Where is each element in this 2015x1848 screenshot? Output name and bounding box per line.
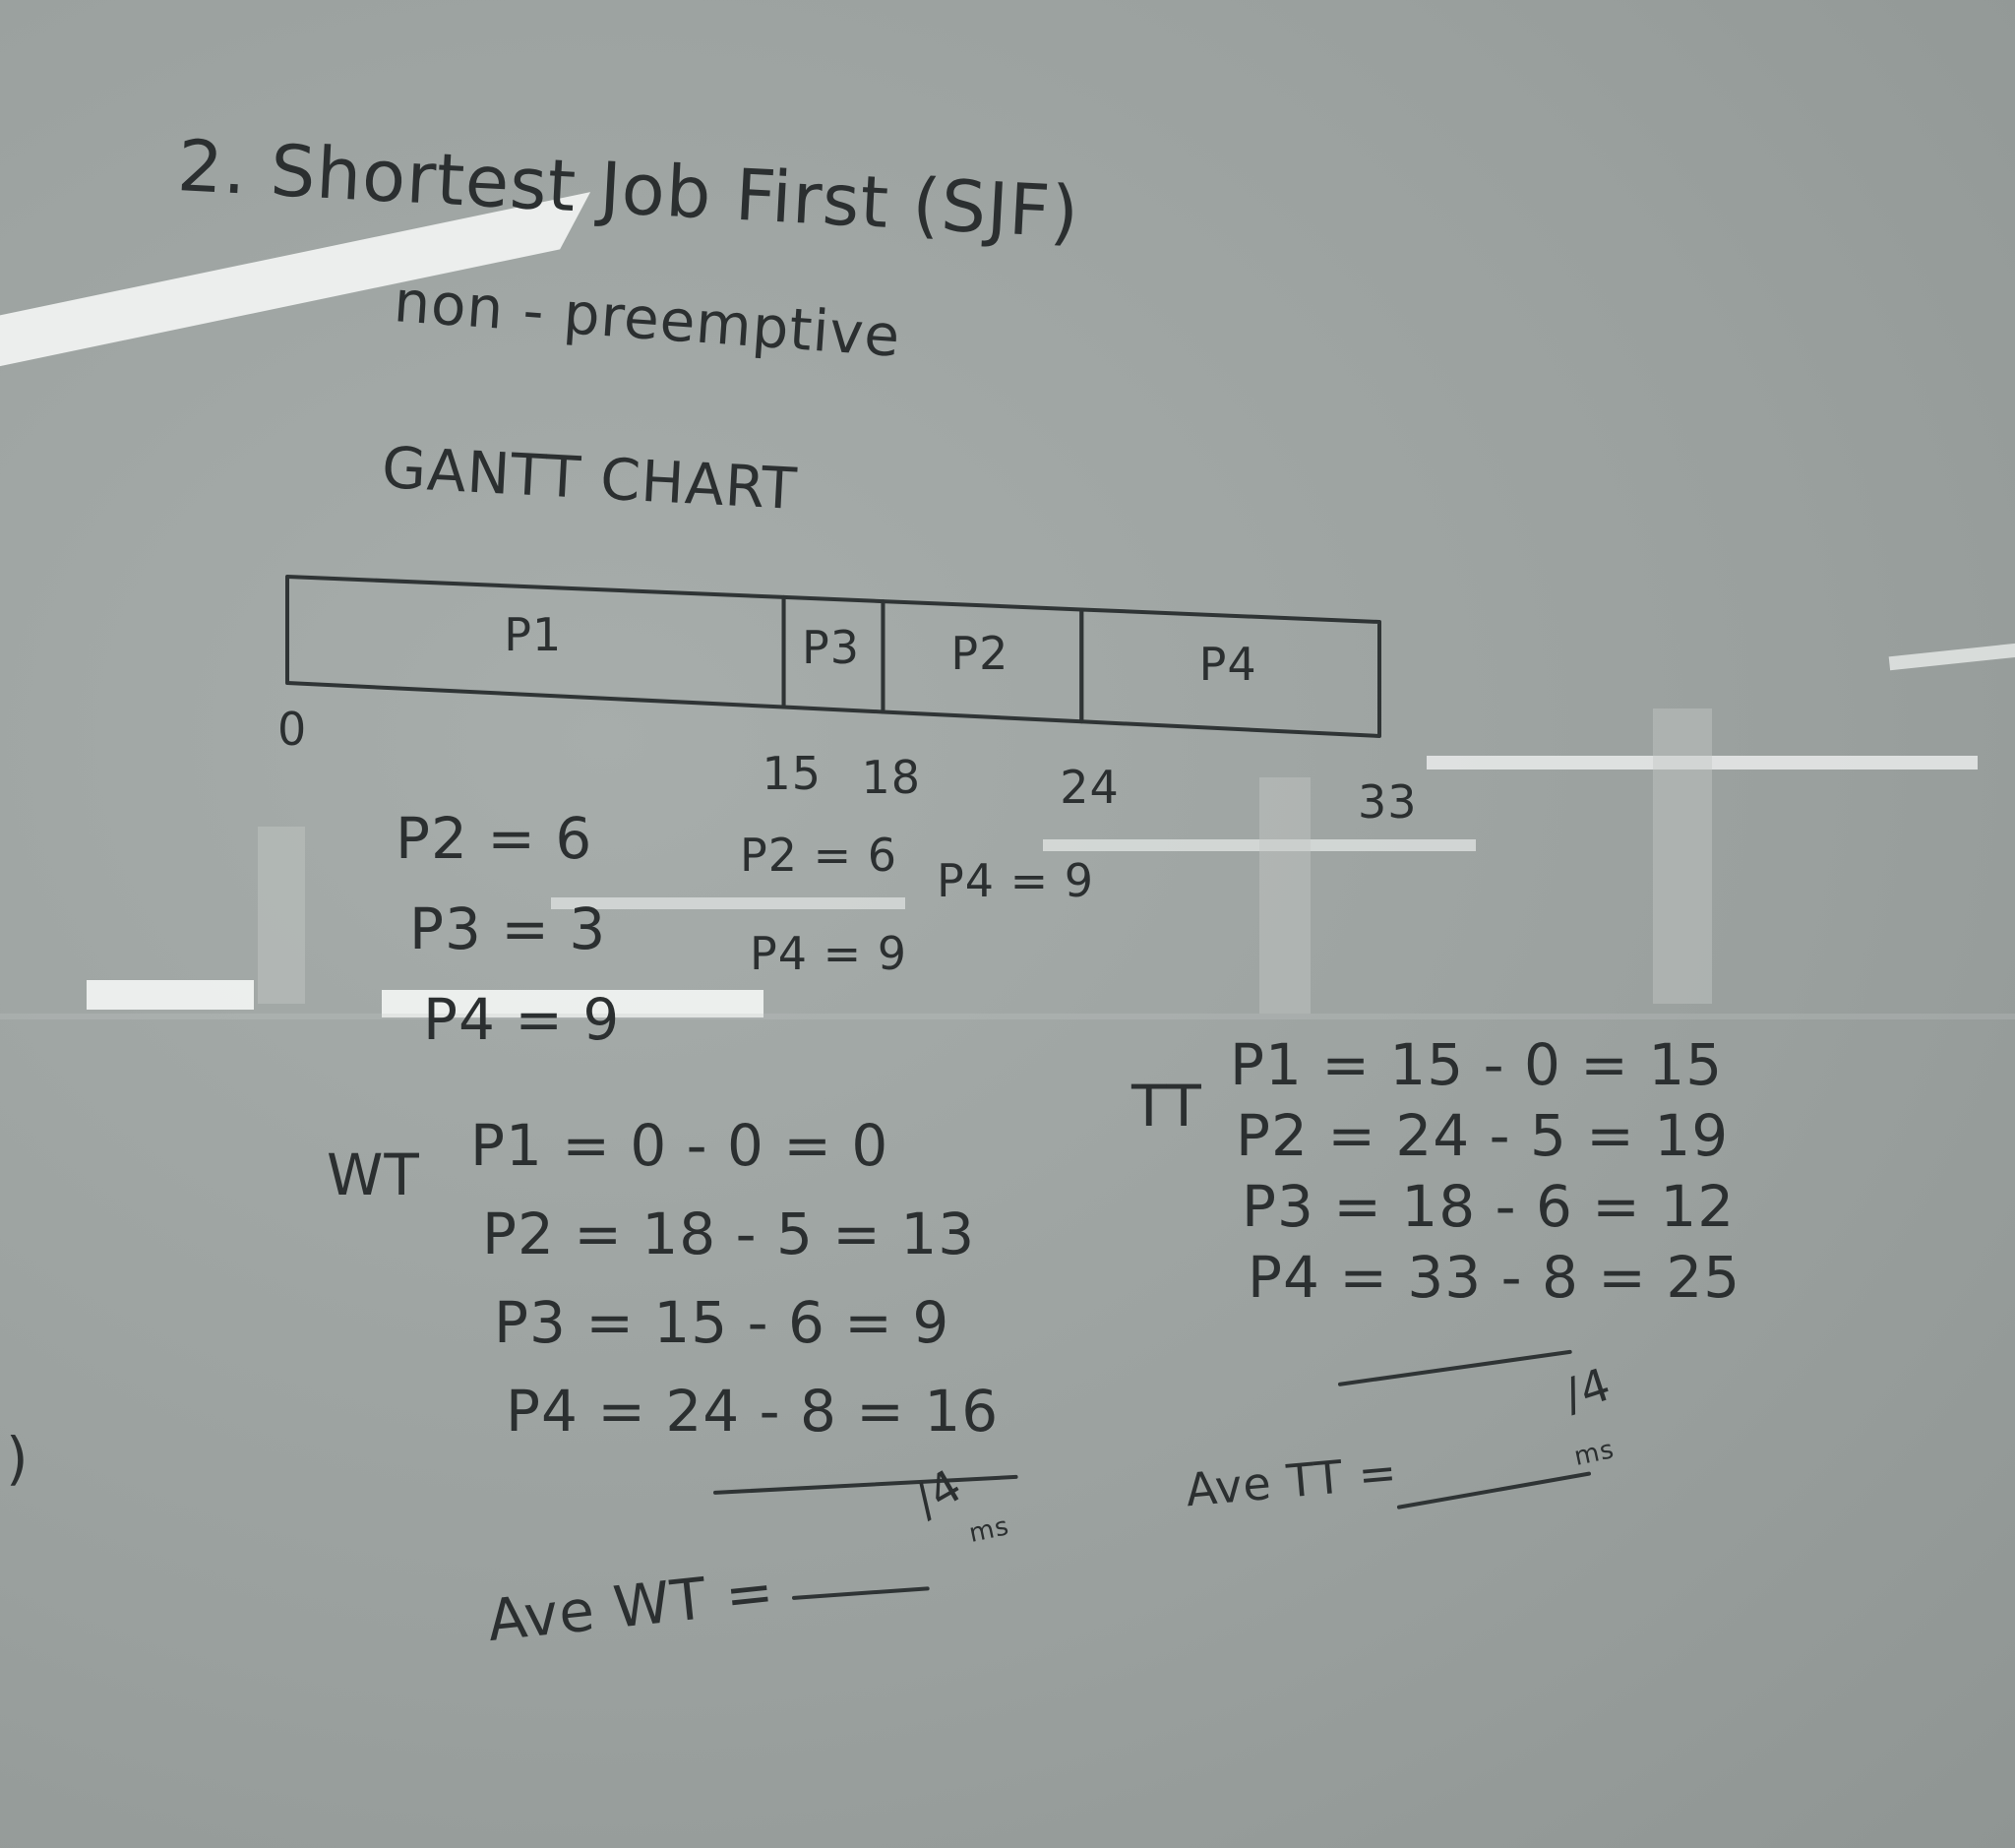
calc-row: P3 = 18 - 6 = 12 xyxy=(1242,1173,1736,1240)
gantt-tick-label: 24 xyxy=(1060,761,1120,815)
calc-row: P4 = 9 xyxy=(423,986,621,1053)
gantt-tick-label: 18 xyxy=(861,751,921,805)
calc-row: P4 = 33 - 8 = 25 xyxy=(1248,1244,1741,1311)
light-reflection xyxy=(87,980,254,1010)
light-reflection xyxy=(1427,756,1978,770)
gantt-tick-label: 15 xyxy=(762,746,823,800)
room-reflection xyxy=(1653,708,1712,1004)
gantt-tick-label: 0 xyxy=(277,703,308,756)
gantt-block-label: P2 xyxy=(950,627,1009,681)
calc-row: P1 = 15 - 0 = 15 xyxy=(1230,1031,1724,1098)
calc-row: P2 = 24 - 5 = 19 xyxy=(1236,1102,1730,1169)
calc-row: P4 = 9 xyxy=(750,927,908,980)
gantt-block-p4 xyxy=(1079,607,1381,738)
room-reflection xyxy=(0,1014,2015,1019)
gantt-block-label: P4 xyxy=(1198,637,1257,691)
calc-row: P2 = 6 xyxy=(740,829,898,882)
calc-row: P4 = 24 - 8 = 16 xyxy=(506,1378,1000,1445)
margin-mark: ) xyxy=(6,1425,30,1492)
room-reflection xyxy=(1259,777,1311,1014)
gantt-block-label: P1 xyxy=(504,608,563,662)
wt-label: WT xyxy=(327,1141,420,1208)
light-reflection xyxy=(551,897,905,909)
room-reflection xyxy=(258,827,305,1004)
calc-row: P1 = 0 - 0 = 0 xyxy=(470,1112,889,1179)
gantt-tick-label: 33 xyxy=(1358,775,1418,829)
calc-row: P3 = 3 xyxy=(409,895,607,962)
light-reflection xyxy=(382,990,763,1017)
light-reflection xyxy=(1043,839,1476,851)
calc-row: P3 = 15 - 6 = 9 xyxy=(494,1289,950,1356)
calc-row: P2 = 18 - 5 = 13 xyxy=(482,1201,976,1267)
calc-row: P4 = 9 xyxy=(937,854,1095,907)
gantt-block-label: P3 xyxy=(802,621,861,674)
calc-row: P2 = 6 xyxy=(396,805,593,872)
tt-label: TT xyxy=(1131,1073,1202,1140)
